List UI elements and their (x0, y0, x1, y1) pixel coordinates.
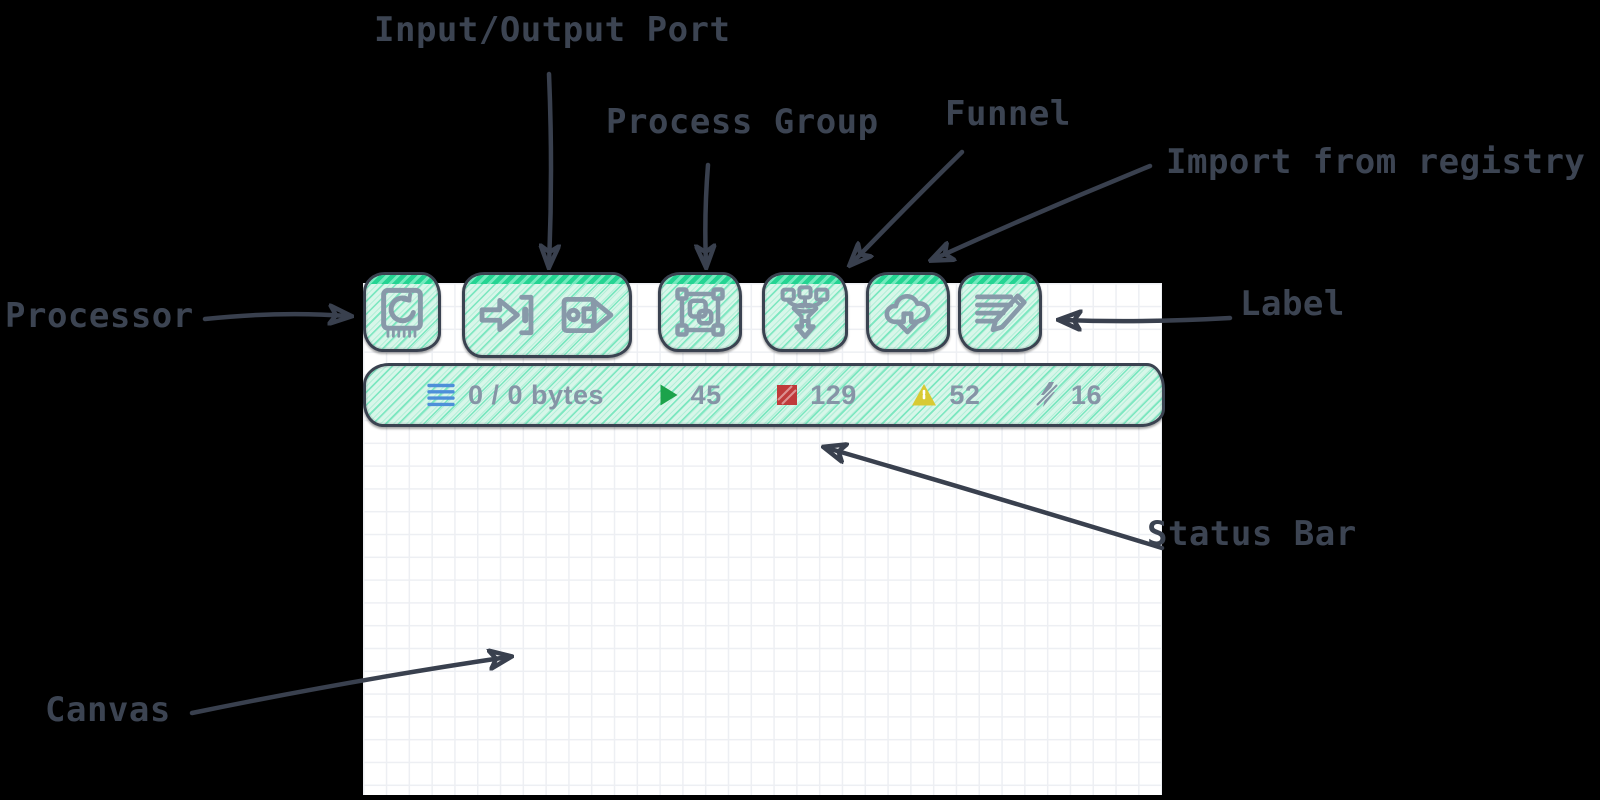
processor-button[interactable] (363, 272, 441, 352)
label-pencil-icon (975, 293, 1027, 333)
output-port-icon (561, 296, 614, 334)
output-port-button[interactable] (558, 290, 618, 340)
port-buttons-group (462, 272, 632, 358)
stop-icon (777, 385, 798, 405)
process-group-arrow (705, 162, 708, 264)
queue-list-icon (427, 383, 455, 407)
process-group-button[interactable] (658, 272, 742, 352)
annotation-funnel: Funnel (945, 94, 1071, 134)
input-port-button[interactable] (476, 290, 536, 340)
processor-arrow (202, 314, 348, 319)
running-count: 45 (690, 379, 722, 410)
annotation-processor: Processor (5, 296, 194, 336)
annotation-process-group: Process Group (606, 102, 879, 142)
flow-canvas[interactable] (363, 283, 1162, 795)
cloud-download-icon (884, 294, 931, 335)
status-invalid: 52 (911, 380, 980, 411)
invalid-count: 52 (949, 379, 981, 410)
queued-count: 0 / 0 bytes (468, 379, 605, 410)
funnel-button[interactable] (762, 272, 848, 352)
status-queued: 0 / 0 bytes (426, 380, 604, 411)
warning-icon (912, 384, 937, 406)
processor-icon (381, 287, 423, 338)
status-disabled: 16 (1035, 380, 1102, 411)
io-port-arrow (549, 71, 551, 264)
import-arrow (934, 163, 1153, 259)
funnel-icon (780, 285, 830, 339)
annotation-label: Label (1240, 284, 1345, 324)
status-bar: 0 / 0 bytes 45 129 52 (363, 363, 1165, 427)
stopped-count: 129 (810, 379, 857, 410)
status-stopped: 129 (776, 380, 857, 411)
annotation-status-bar: Status Bar (1147, 514, 1357, 554)
annotation-input-output-port: Input/Output Port (374, 10, 731, 50)
disabled-count: 16 (1070, 379, 1102, 410)
import-from-registry-button[interactable] (866, 272, 950, 352)
label-button[interactable] (958, 272, 1042, 352)
annotation-import-from-registry: Import from registry (1166, 142, 1586, 182)
funnel-arrow (852, 149, 965, 263)
disabled-bolt-icon (1035, 382, 1059, 407)
process-group-icon (675, 287, 725, 337)
annotation-canvas: Canvas (45, 690, 171, 730)
input-port-icon (479, 294, 534, 336)
status-running: 45 (659, 380, 722, 411)
play-icon (660, 384, 678, 406)
